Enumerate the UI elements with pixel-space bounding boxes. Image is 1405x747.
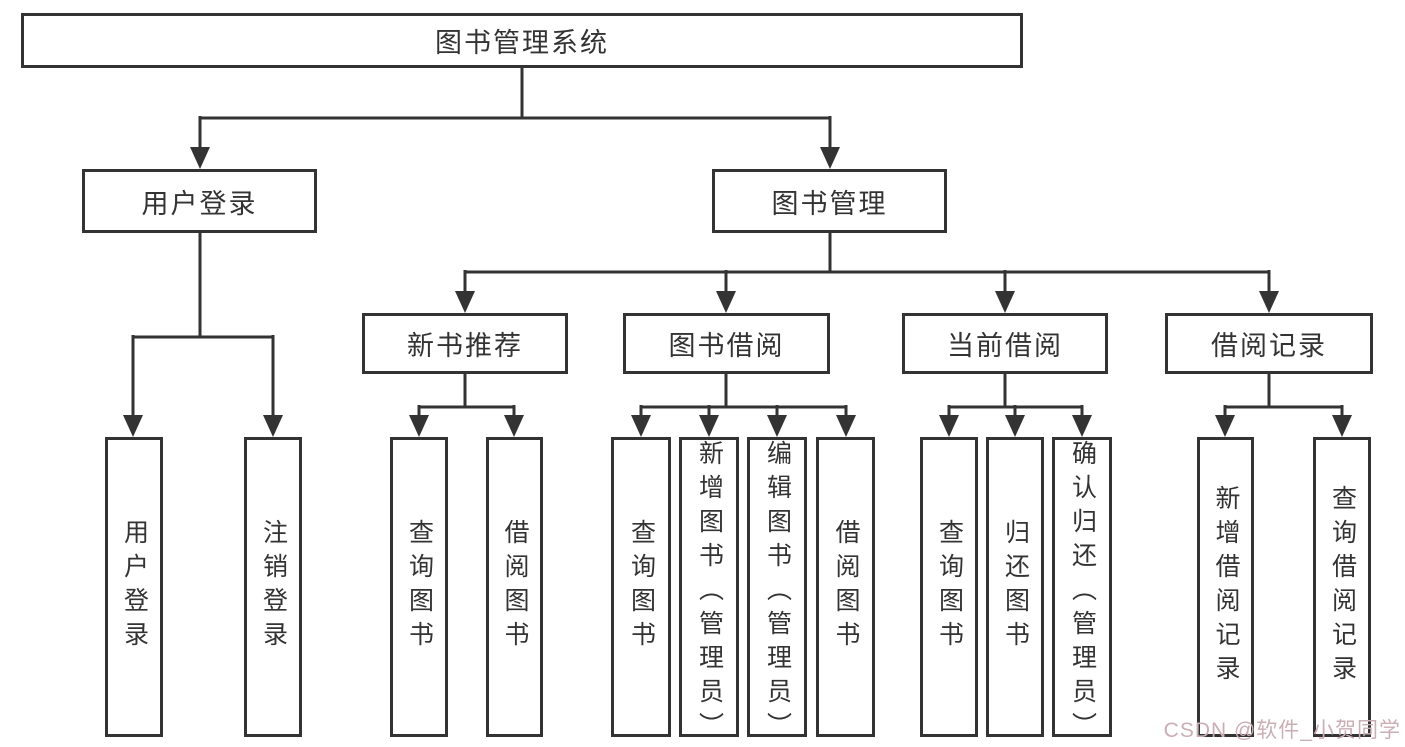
leaf-bb-query-books: 查询图书 — [611, 437, 671, 737]
node-label: 归还图书 — [1001, 519, 1030, 655]
node-label: 图书管理系统 — [435, 28, 609, 58]
node-label: 注销登录 — [259, 519, 288, 655]
leaf-cb-return-books: 归还图书 — [986, 437, 1044, 737]
node-library-management-system: 图书管理系统 — [21, 13, 1023, 68]
node-user-login: 用户登录 — [82, 169, 317, 233]
leaf-nb-query-books: 查询图书 — [390, 437, 448, 737]
node-label: 新增图书（管理员） — [695, 440, 724, 746]
node-label: 查询图书 — [935, 519, 964, 655]
node-label: 借阅图书 — [832, 519, 860, 655]
node-label: 新增借阅记录 — [1212, 485, 1240, 689]
node-book-management: 图书管理 — [712, 169, 947, 233]
node-label: 编辑图书（管理员） — [763, 440, 792, 746]
arrowheads — [123, 147, 1352, 437]
node-borrow-records: 借阅记录 — [1165, 313, 1373, 374]
node-label: 用户登录 — [120, 519, 149, 655]
node-current-borrowing: 当前借阅 — [902, 313, 1108, 374]
node-label: 查询借阅记录 — [1328, 485, 1357, 689]
node-label: 图书管理 — [771, 188, 888, 219]
node-label: 当前借阅 — [947, 331, 1063, 361]
node-label: 新书推荐 — [407, 331, 523, 361]
node-label: 图书借阅 — [668, 331, 785, 361]
node-label: 借阅记录 — [1211, 331, 1327, 361]
node-label: 借阅图书 — [501, 519, 529, 655]
leaf-logout: 注销登录 — [244, 437, 302, 737]
leaf-nb-borrow-books: 借阅图书 — [486, 437, 543, 737]
leaf-bb-borrow-books: 借阅图书 — [816, 437, 875, 737]
node-book-borrowing: 图书借阅 — [623, 313, 830, 374]
node-label: 确认归还（管理员） — [1068, 440, 1097, 746]
node-label: 用户登录 — [141, 188, 258, 219]
leaf-br-add-record: 新增借阅记录 — [1197, 437, 1254, 737]
leaf-user-login: 用户登录 — [105, 437, 163, 737]
node-label: 查询图书 — [405, 519, 434, 655]
leaf-bb-add-books-admin: 新增图书（管理员） — [679, 437, 739, 746]
leaf-cb-query-books: 查询图书 — [920, 437, 978, 737]
leaf-br-query-record: 查询借阅记录 — [1313, 437, 1371, 737]
node-new-book-recommend: 新书推荐 — [362, 313, 568, 374]
leaf-cb-confirm-return-admin: 确认归还（管理员） — [1052, 437, 1112, 746]
leaf-bb-edit-books-admin: 编辑图书（管理员） — [747, 437, 807, 746]
node-label: 查询图书 — [627, 519, 656, 655]
